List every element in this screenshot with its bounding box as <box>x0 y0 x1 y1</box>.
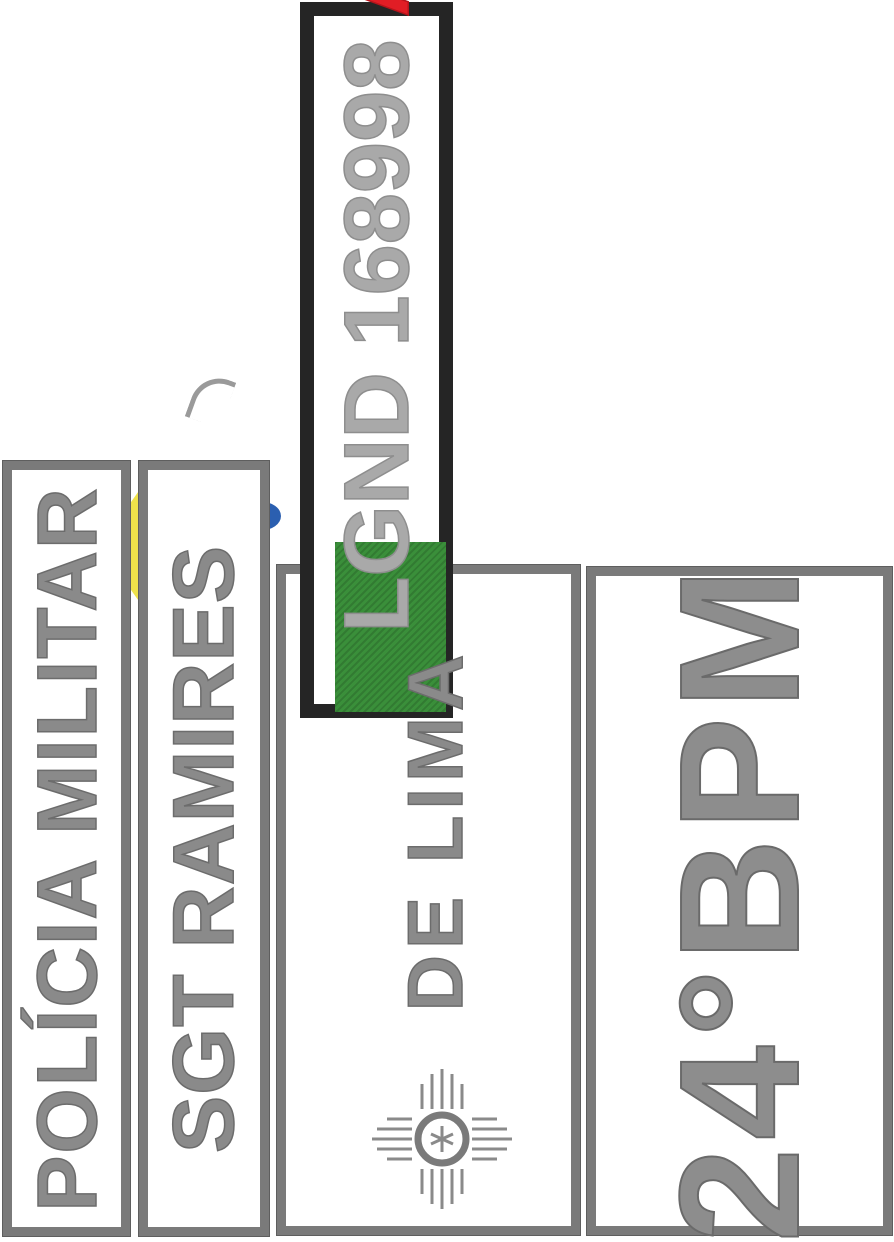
patch-institution: POLÍCIA MILITAR <box>2 460 131 1237</box>
institution-text: POLÍCIA MILITAR <box>19 485 115 1212</box>
battalion-text: 24°BPM <box>644 559 836 1242</box>
stray-stitch <box>184 370 237 429</box>
patch-rank-name: SGT RAMIRES <box>138 460 270 1237</box>
surname-text: DE LIMA <box>390 648 480 1012</box>
brazil-flag-green-field <box>335 542 446 712</box>
patch-blood-type: LGND 168998 A+ <box>300 0 453 718</box>
blood-id-number: LGND 168998 <box>325 39 429 634</box>
maltese-cross-icon <box>370 1069 514 1211</box>
blood-type-badge: A+ <box>325 0 429 18</box>
patch-battalion: 24°BPM <box>586 559 893 1242</box>
rank-name-text: SGT RAMIRES <box>155 544 253 1154</box>
blood-id-line: LGND 168998 A+ <box>325 0 429 634</box>
surname-text-wrap: DE LIMA <box>385 648 485 1012</box>
